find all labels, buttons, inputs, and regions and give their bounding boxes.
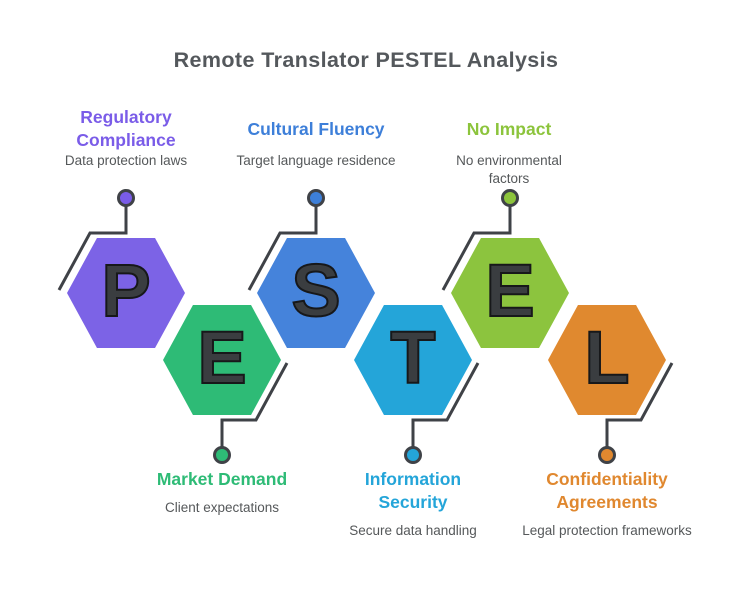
hexagon-e2: E — [451, 238, 569, 348]
callout-desc: Legal protection frameworks — [522, 523, 692, 538]
callout-title: Market Demand — [156, 469, 288, 489]
connector-dot-no-impact — [501, 189, 519, 207]
callout-title: No Impact — [466, 118, 552, 139]
callout-title: Cultural Fluency — [247, 118, 385, 139]
connector-dot-confidentiality — [598, 446, 616, 464]
callout-desc: Client expectations — [164, 500, 280, 515]
callout-desc: Data protection laws — [64, 153, 188, 168]
callout-no-impact: No Impact No environmental factors — [444, 106, 574, 188]
hexagon-p: P — [67, 238, 185, 348]
callout-title: Information Security — [364, 469, 462, 512]
callout-market-demand: Market Demand Client expectations — [137, 468, 307, 517]
connector-dot-information — [404, 446, 422, 464]
hexagon-s: S — [257, 238, 375, 348]
callout-information-security: Information Security Secure data handlin… — [338, 468, 488, 540]
hexagon-letter-s: S — [290, 249, 341, 332]
hexagon-letter-e1: E — [196, 316, 247, 399]
hexagon-letter-t: T — [389, 316, 436, 399]
callout-desc: Secure data handling — [349, 523, 477, 538]
callout-title: Confidentiality Agreements — [546, 469, 668, 512]
callout-cultural-fluency: Cultural Fluency Target language residen… — [236, 106, 396, 170]
hexagon-letter-e2: E — [484, 249, 535, 332]
callout-title: Regulatory Compliance — [76, 107, 176, 150]
connector-dot-market — [213, 446, 231, 464]
callout-desc: No environmental factors — [456, 153, 562, 186]
connector-dot-regulatory — [117, 189, 135, 207]
hexagon-e1: E — [163, 305, 281, 415]
hexagon-letter-l: L — [583, 316, 630, 399]
hexagon-l: L — [548, 305, 666, 415]
callout-regulatory-compliance: Regulatory Compliance Data protection la… — [51, 106, 201, 170]
connector-dot-cultural — [307, 189, 325, 207]
page-title: Remote Translator PESTEL Analysis — [173, 48, 559, 72]
hexagon-letter-p: P — [100, 249, 151, 332]
callout-desc: Target language residence — [236, 153, 396, 168]
hexagon-t: T — [354, 305, 472, 415]
callout-confidentiality-agreements: Confidentiality Agreements Legal protect… — [522, 468, 692, 540]
